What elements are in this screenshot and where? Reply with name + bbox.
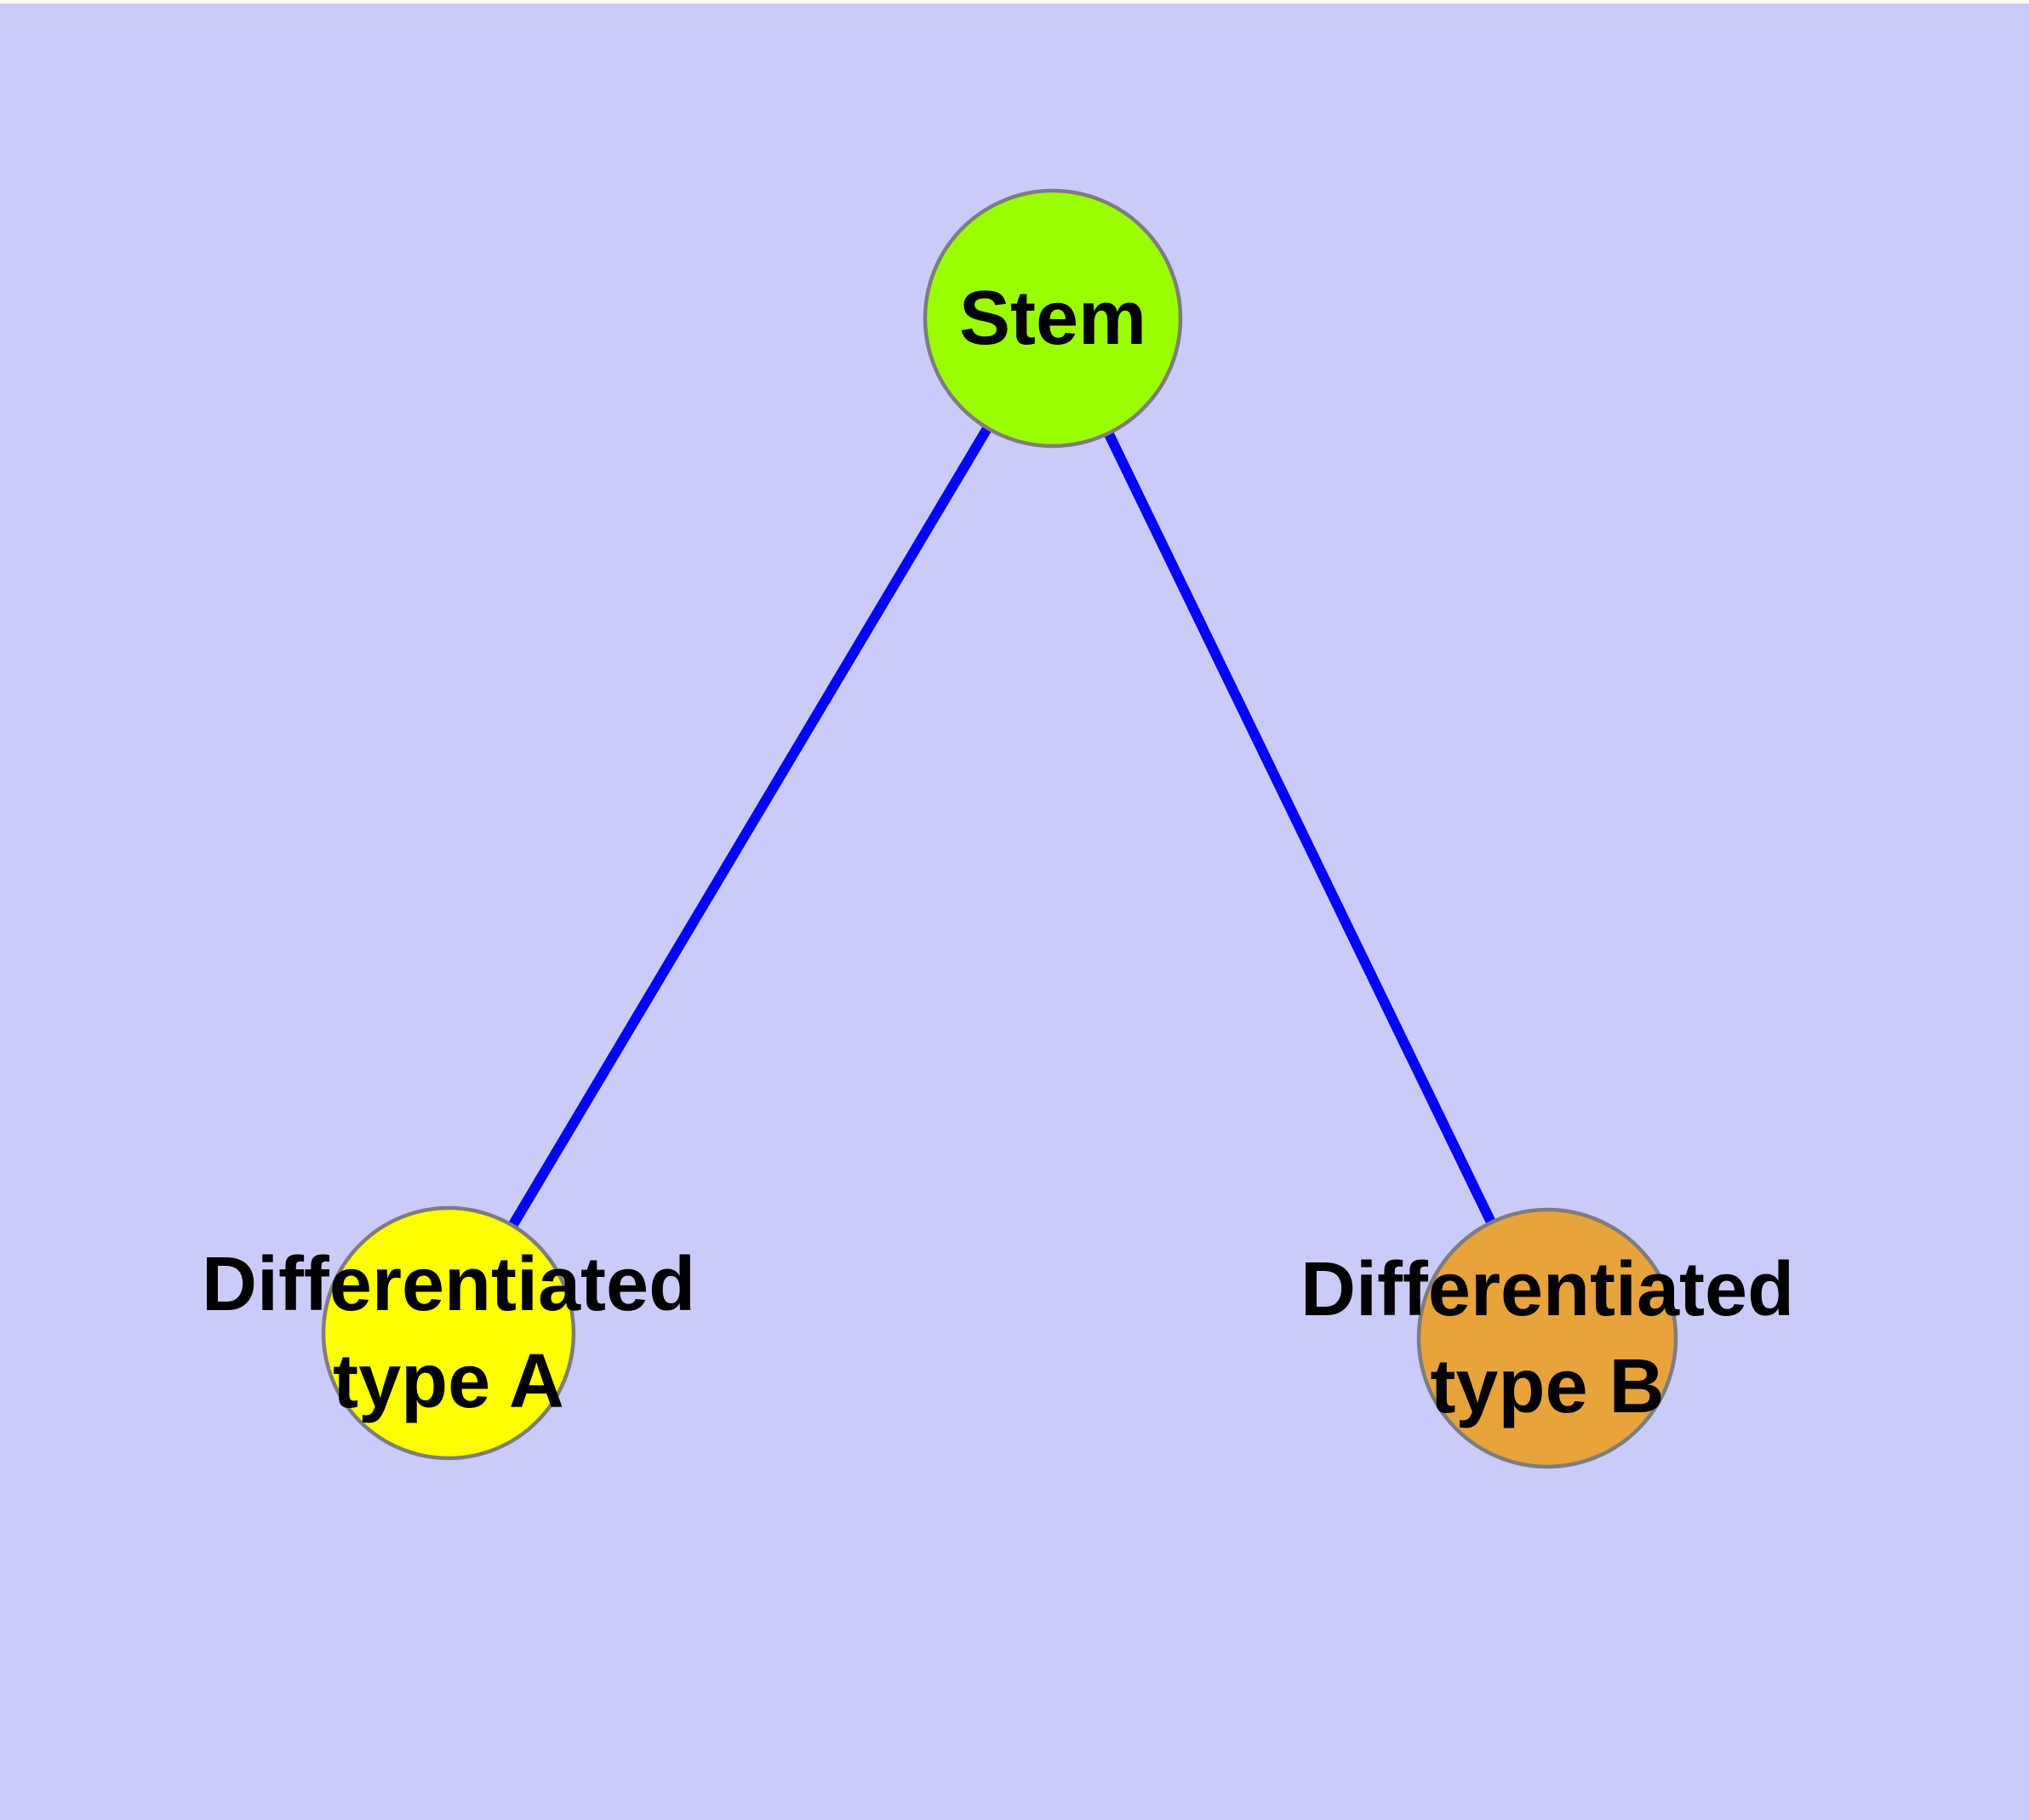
node-circle-stem	[923, 188, 1183, 449]
top-margin-strip	[0, 0, 2029, 3]
node-label-stem: Stem	[958, 276, 1147, 361]
node-circle-differentiated-type-b	[1416, 1207, 1678, 1469]
node-label-differentiated-type-a: Differentiated type A	[201, 1242, 696, 1424]
node-label-differentiated-type-b: Differentiated type B	[1300, 1247, 1795, 1429]
node-circle-differentiated-type-a	[321, 1205, 576, 1461]
edge-stem-to-differentiated-type-b	[1048, 316, 1552, 1341]
edge-stem-to-differentiated-type-a	[443, 315, 1058, 1336]
